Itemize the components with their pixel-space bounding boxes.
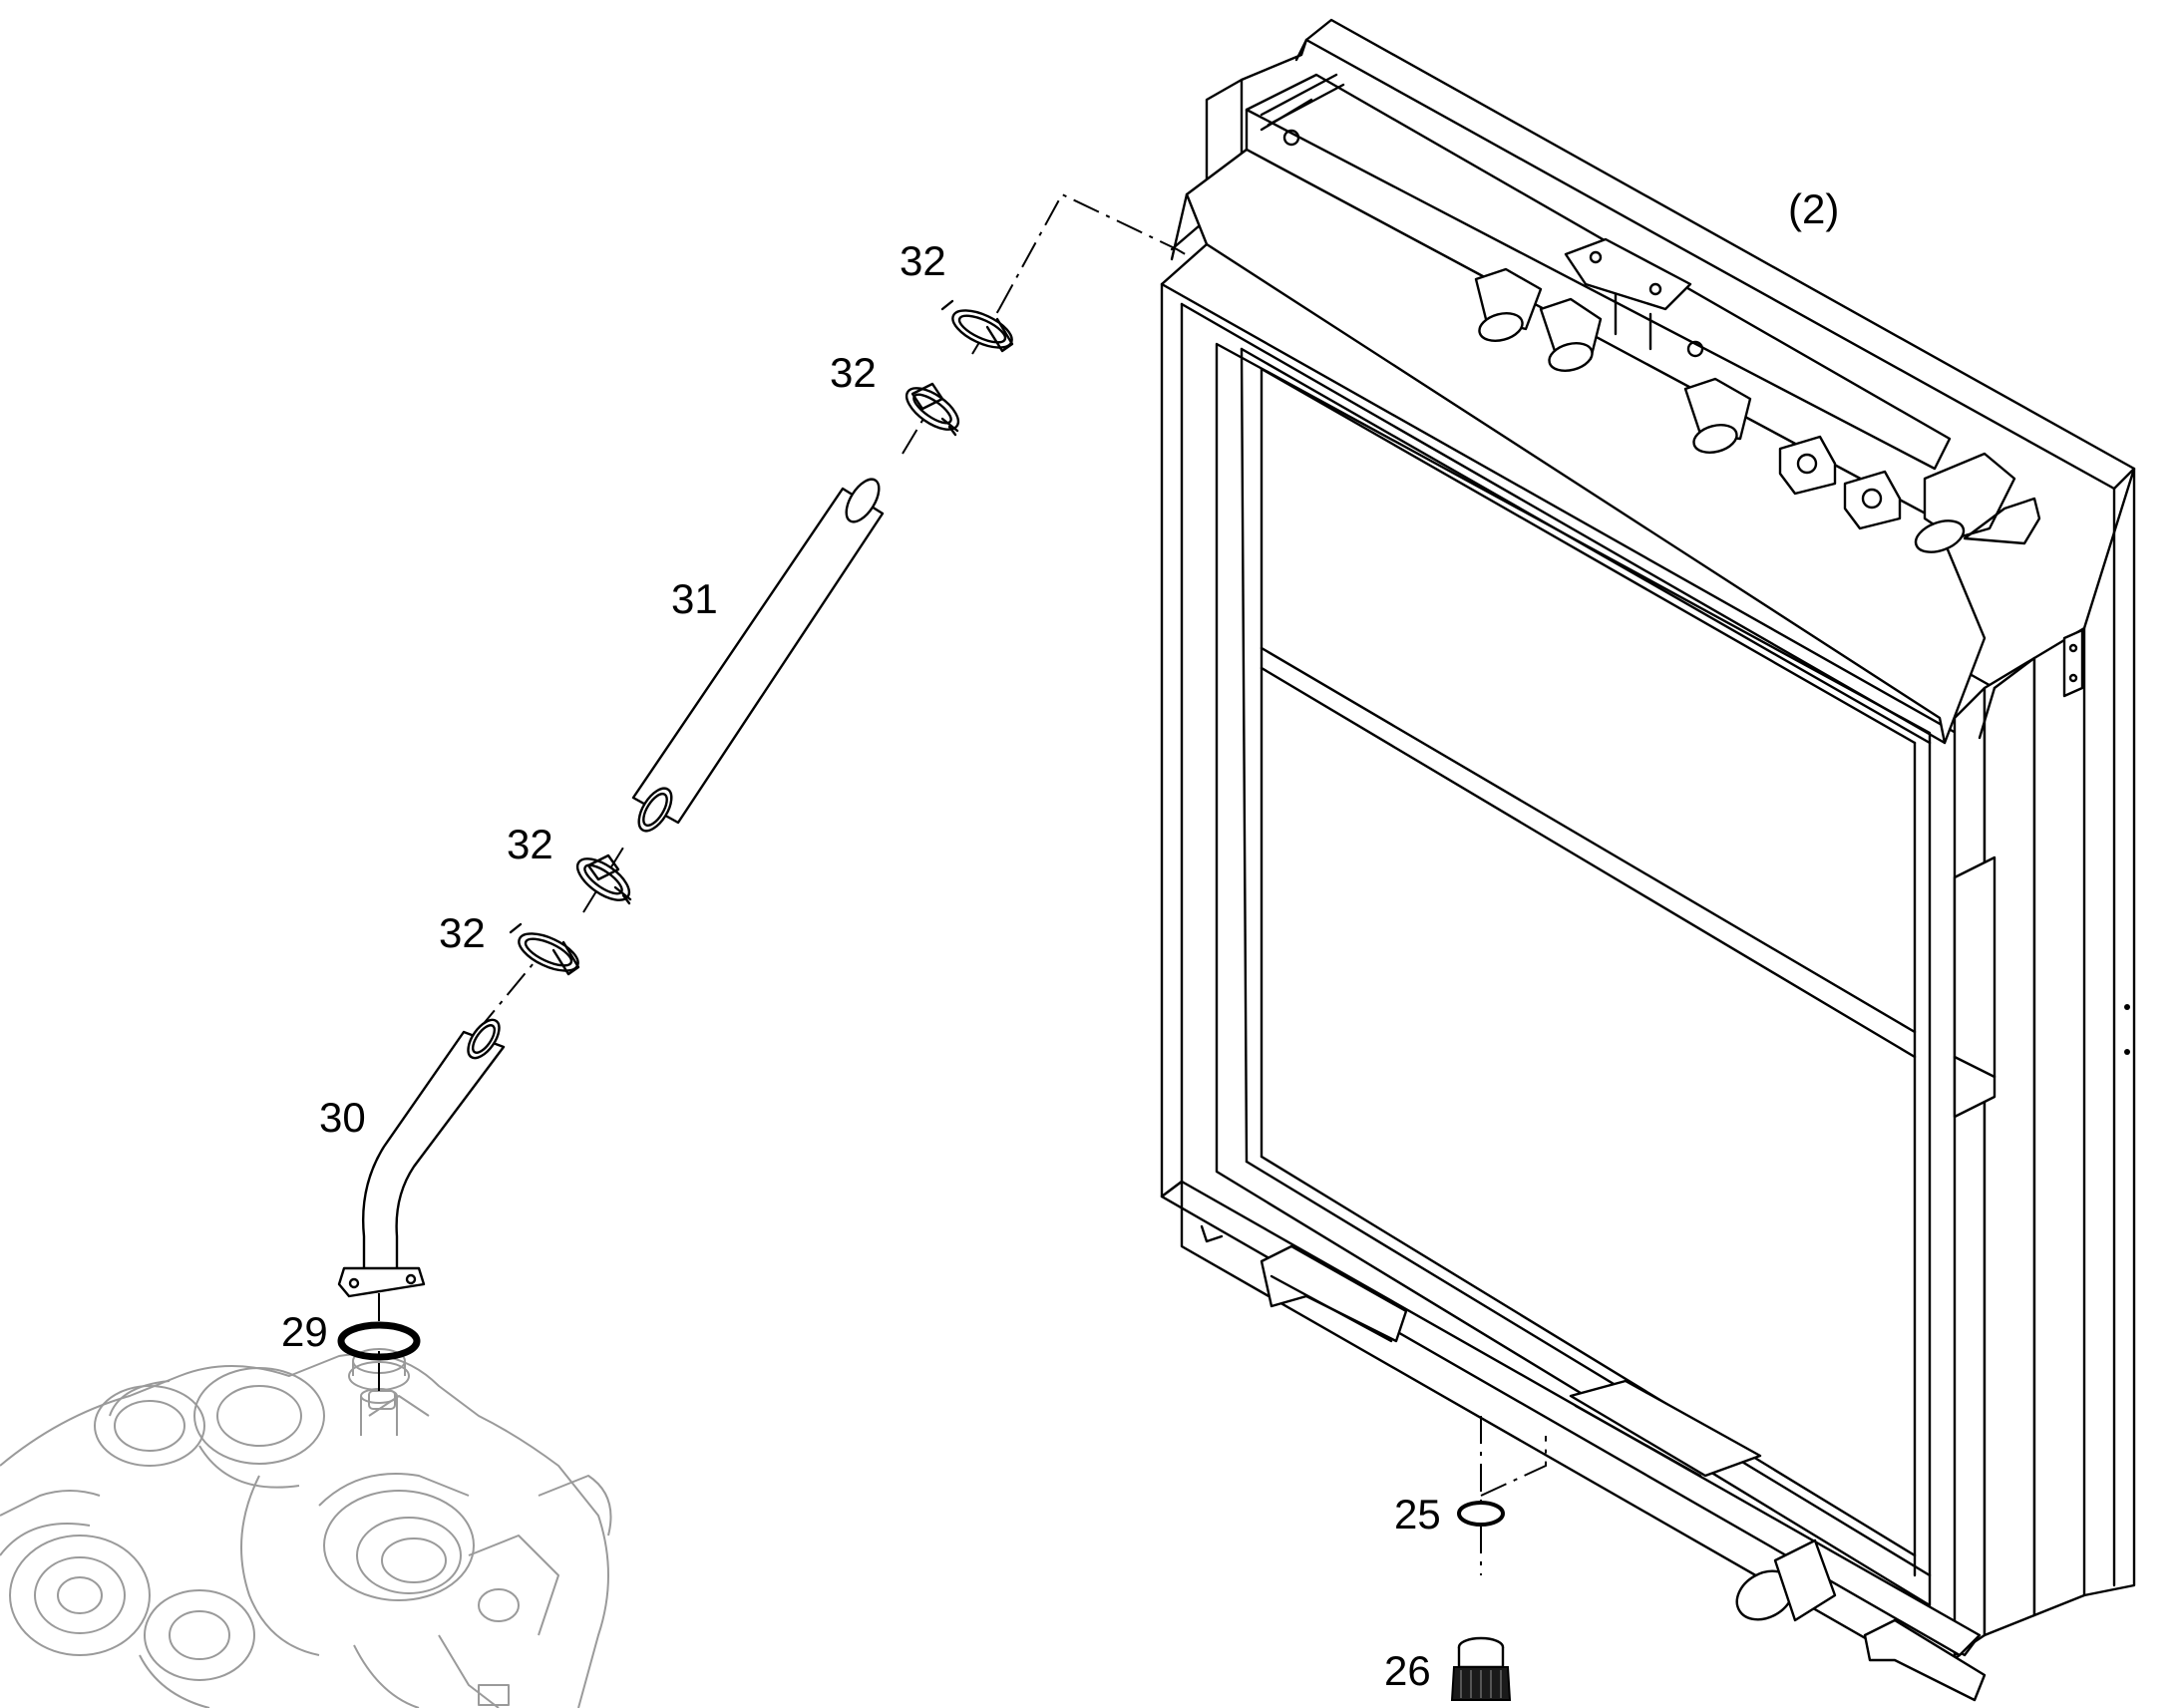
drain-seal — [1457, 1501, 1505, 1527]
hose-clamp-3 — [575, 854, 632, 905]
coolant-hose — [631, 478, 885, 833]
callout-assembly: (2) — [1788, 185, 1839, 232]
header-nozzles — [1474, 267, 2041, 553]
header-cap-plate — [1564, 237, 1692, 351]
callout-o-ring: 29 — [281, 1308, 328, 1355]
o-ring — [337, 1321, 421, 1361]
callout-clamp-1: 32 — [900, 237, 946, 284]
elbow-pipe — [337, 1018, 506, 1298]
callout-clamp-2: 32 — [830, 349, 877, 396]
drain-plug — [1450, 1636, 1512, 1701]
hose-clamp-1 — [940, 299, 1014, 353]
radiator-assembly — [1160, 18, 2136, 1702]
callout-hose: 31 — [671, 575, 718, 622]
callout-elbow-pipe: 30 — [319, 1094, 366, 1141]
callout-drain-plug: 26 — [1384, 1647, 1431, 1694]
callout-drain-seal: 25 — [1394, 1491, 1441, 1537]
hose-clamp-4 — [509, 922, 580, 976]
callout-clamp-4: 32 — [439, 909, 486, 956]
callout-clamp-3: 32 — [507, 821, 553, 867]
hose-clamp-2 — [905, 382, 960, 437]
engine-outlet-stub — [360, 1388, 398, 1436]
header-side-ports — [1778, 435, 1902, 530]
engine-turbocharger-illustration — [0, 1348, 612, 1708]
